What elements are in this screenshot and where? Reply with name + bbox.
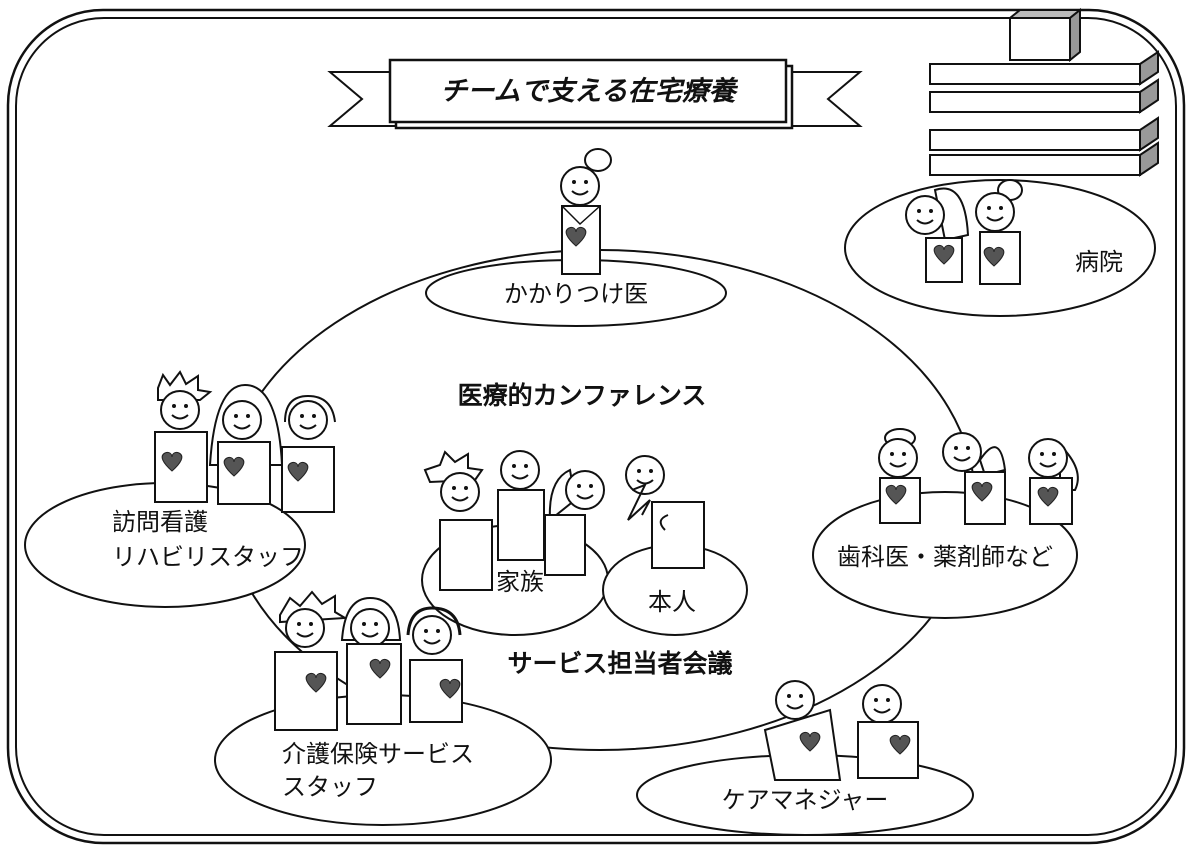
patient-person (625, 455, 705, 569)
inner-frame (15, 17, 1177, 836)
family-label: 家族 (496, 568, 544, 596)
care-manager-label: ケアマネジャー (722, 786, 889, 814)
care-manager-people (763, 680, 919, 781)
visiting-nursing-label-2: リハビリスタッフ (112, 543, 304, 571)
service-meeting-label: サービス担当者会議 (507, 649, 732, 678)
medical-conference-label: 医療的カンファレンス (458, 381, 707, 410)
page-title: チームで支える在宅療養 (440, 76, 738, 107)
hospital-label: 病院 (1075, 248, 1123, 276)
visiting-nursing-label-1: 訪問看護 (112, 508, 208, 536)
family-doctor-label: かかりつけ医 (504, 280, 648, 308)
patient-label: 本人 (648, 588, 696, 616)
visiting-nursing-people (154, 370, 336, 513)
hospital-building (929, 7, 1159, 177)
family-people (423, 450, 605, 591)
family-doctor-person (560, 148, 612, 275)
title-banner: チームで支える在宅療養 (327, 58, 863, 130)
hospital-people (905, 179, 1023, 285)
care-staff-label-1: 介護保険サービス (282, 740, 474, 768)
dentist-pharmacist-people (878, 428, 1079, 525)
care-staff-label-2: スタッフ (282, 773, 378, 801)
outer-frame (6, 8, 1186, 845)
care-staff-people (274, 590, 463, 731)
dentist-pharmacist-label: 歯科医・薬剤師など (837, 543, 1053, 571)
